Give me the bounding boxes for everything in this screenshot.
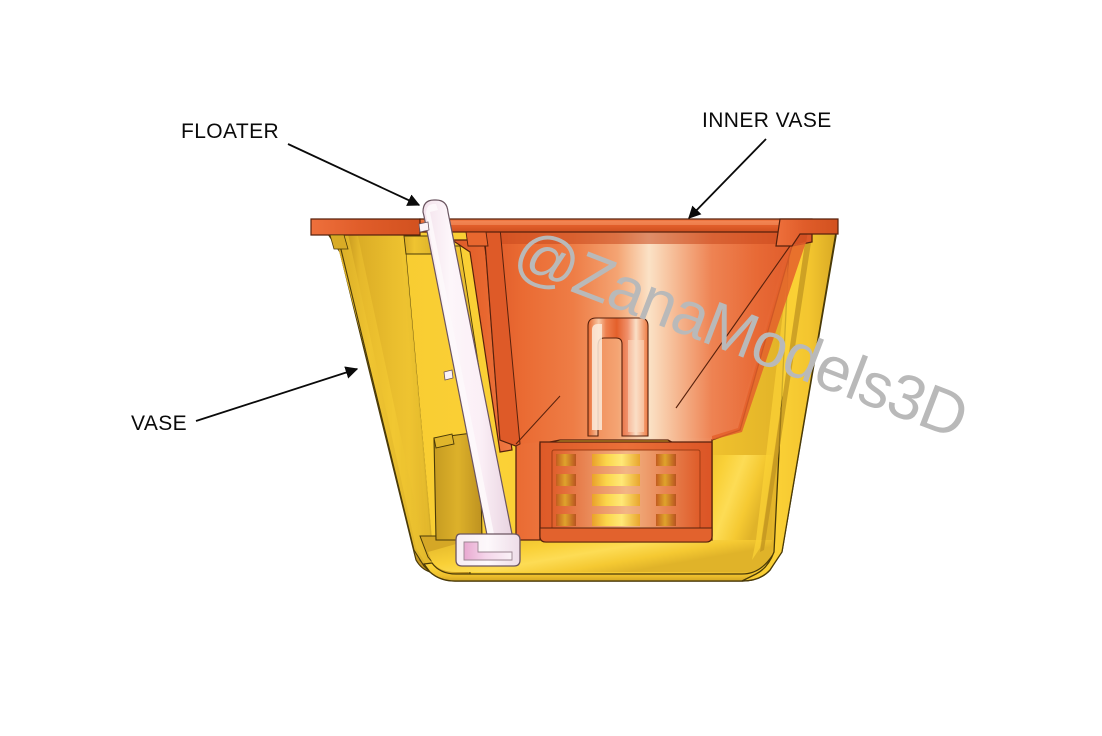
inner-vase-left-seam xyxy=(515,395,561,445)
inner-vase-column-highlight xyxy=(592,324,602,430)
part-floater xyxy=(418,199,521,567)
vent-slot-grid xyxy=(556,454,676,526)
floater-foot-notch xyxy=(463,541,513,561)
inner-vase-rim-highlight xyxy=(424,221,808,225)
inner-vase-rim-band xyxy=(419,218,813,233)
vent-slot xyxy=(656,474,676,486)
vent-slot xyxy=(592,454,640,466)
inner-vase-rim-shade xyxy=(490,230,808,244)
vase-riser-tab xyxy=(433,433,455,449)
inner-vase-right-step-tab xyxy=(465,231,489,247)
inner-vase-cage-bottom xyxy=(539,527,713,543)
callout-leader-inner-vase xyxy=(688,138,767,219)
callout-leader-vase xyxy=(195,366,359,422)
callout-floater: FLOATER xyxy=(181,120,421,206)
vent-slot xyxy=(556,474,576,486)
callout-label-floater: FLOATER xyxy=(181,120,279,143)
vent-slot xyxy=(656,494,676,506)
vase-left-cut-strip xyxy=(358,236,460,572)
inner-vase-rim-right-lip xyxy=(775,218,839,247)
inner-vase-diagonal-seam xyxy=(675,245,791,409)
callout-vase: VASE xyxy=(131,366,359,435)
callout-label-inner-vase: INNER VASE xyxy=(702,109,832,132)
inner-vase-rim-left-notch xyxy=(329,234,349,250)
callout-inner-vase: INNER VASE xyxy=(688,109,832,219)
inner-vase-right-cut xyxy=(712,242,806,440)
floater-rod-top-notch xyxy=(418,221,430,233)
vent-slot xyxy=(656,454,676,466)
floater-rod xyxy=(422,199,513,541)
vent-slot xyxy=(556,494,576,506)
inner-vase-column-glow xyxy=(628,340,644,432)
vase-right-wall-stripe xyxy=(752,236,806,560)
vase-right-wall-seam xyxy=(760,236,812,552)
callout-leader-floater xyxy=(287,143,421,206)
callout-label-vase: VASE xyxy=(131,412,187,435)
vase-right-wall xyxy=(741,231,837,582)
vent-slot xyxy=(556,454,576,466)
inner-vase-rim-left-cap xyxy=(310,218,421,236)
vent-slot xyxy=(592,494,640,506)
vent-slot xyxy=(556,514,576,526)
vent-slot xyxy=(592,474,640,486)
floater-rod-edge xyxy=(426,204,494,536)
vent-slot xyxy=(592,514,640,526)
floater-rod-notch xyxy=(443,369,454,381)
vent-slot xyxy=(656,514,676,526)
inner-vase-bowl-interior xyxy=(492,234,806,444)
